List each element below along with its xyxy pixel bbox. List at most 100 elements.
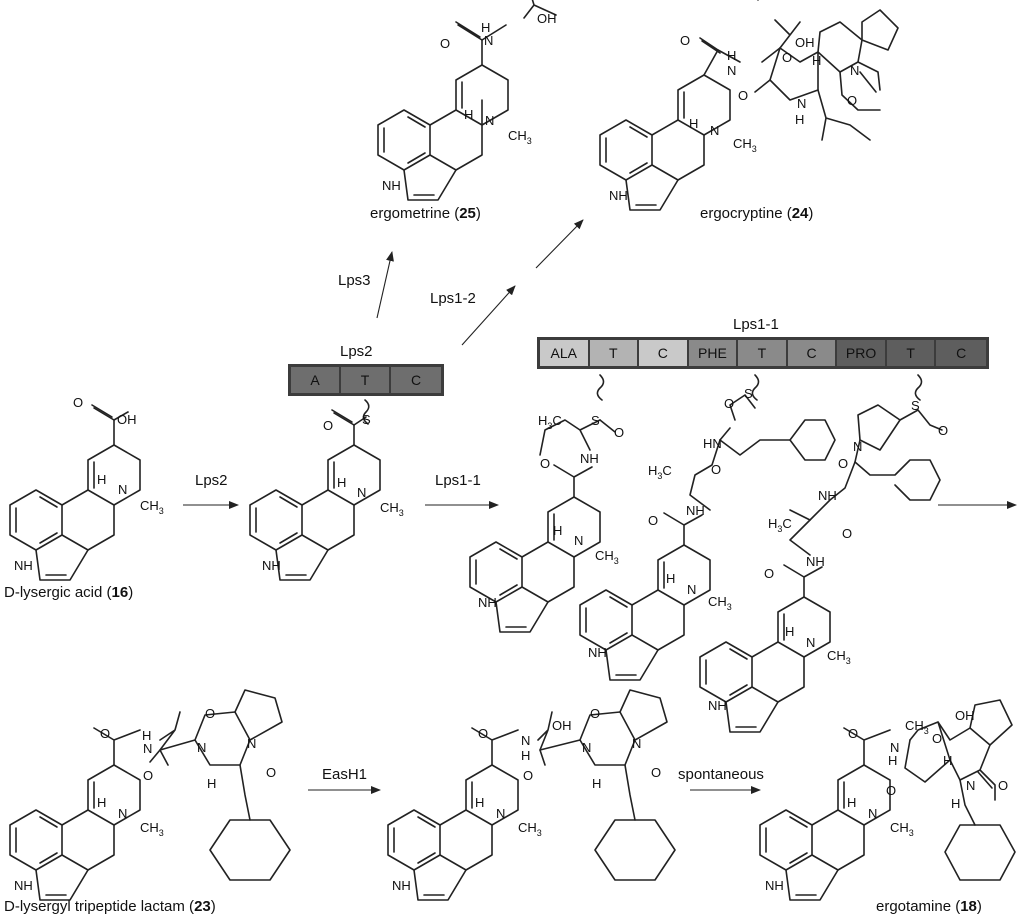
svg-text:O: O bbox=[523, 768, 533, 783]
svg-text:N: N bbox=[574, 533, 583, 548]
svg-text:O: O bbox=[998, 778, 1008, 793]
svg-text:O: O bbox=[932, 731, 942, 746]
arrow-lps3 bbox=[376, 251, 394, 319]
arrow-lps1-2-b bbox=[535, 219, 584, 269]
svg-text:N: N bbox=[247, 736, 256, 751]
svg-text:NH: NH bbox=[806, 554, 825, 569]
svg-text:H: H bbox=[666, 571, 675, 586]
svg-text:N: N bbox=[118, 806, 127, 821]
svg-text:S: S bbox=[362, 412, 371, 427]
svg-text:N: N bbox=[797, 96, 806, 111]
svg-text:N: N bbox=[143, 741, 152, 756]
svg-text:H: H bbox=[521, 748, 530, 763]
label-ergometrine: ergometrine (25) bbox=[370, 205, 481, 222]
lps1-domain-ala: ALA bbox=[540, 340, 590, 366]
arrow-lps1-2-a bbox=[461, 285, 516, 346]
svg-text:S: S bbox=[911, 398, 920, 413]
svg-text:H: H bbox=[795, 112, 804, 127]
svg-text:CH3: CH3 bbox=[140, 820, 164, 838]
ala-bound-structure bbox=[469, 464, 601, 633]
label-ergocryptine: ergocryptine (24) bbox=[700, 205, 814, 222]
svg-text:O: O bbox=[847, 93, 857, 108]
svg-text:N: N bbox=[966, 778, 975, 793]
lps1-module-title: Lps1-1 bbox=[733, 316, 779, 333]
svg-text:HN: HN bbox=[703, 436, 722, 451]
svg-text:H: H bbox=[888, 753, 897, 768]
svg-text:N: N bbox=[806, 635, 815, 650]
ergocryptine-peptide bbox=[754, 9, 899, 141]
ergometrine-structure bbox=[377, 0, 557, 201]
svg-text:NH: NH bbox=[818, 488, 837, 503]
svg-text:H: H bbox=[592, 776, 601, 791]
svg-text:CH3: CH3 bbox=[733, 136, 757, 154]
svg-text:H: H bbox=[812, 53, 821, 68]
svg-text:O: O bbox=[842, 526, 852, 541]
svg-text:H: H bbox=[951, 796, 960, 811]
svg-text:O: O bbox=[711, 462, 721, 477]
svg-text:N: N bbox=[868, 806, 877, 821]
enzyme-lps2-arrow: Lps2 bbox=[195, 472, 228, 489]
svg-text:NH: NH bbox=[478, 595, 497, 610]
svg-text:CH3: CH3 bbox=[905, 718, 929, 736]
svg-text:NH: NH bbox=[686, 503, 705, 518]
svg-text:O: O bbox=[440, 36, 450, 51]
svg-text:H: H bbox=[142, 728, 151, 743]
svg-text:N: N bbox=[496, 806, 505, 821]
svg-text:NH: NH bbox=[609, 188, 628, 203]
lactam-structure bbox=[9, 727, 141, 901]
lps1-domain-t: T bbox=[886, 340, 937, 366]
svg-text:OH: OH bbox=[552, 718, 572, 733]
svg-text:O: O bbox=[205, 706, 215, 721]
lps2-domain-t: T bbox=[341, 367, 391, 393]
svg-text:O: O bbox=[648, 513, 658, 528]
svg-text:O: O bbox=[651, 765, 661, 780]
svg-text:CH3: CH3 bbox=[595, 548, 619, 566]
svg-text:O: O bbox=[478, 726, 488, 741]
svg-text:O: O bbox=[938, 423, 948, 438]
svg-text:O: O bbox=[73, 395, 83, 410]
svg-text:H: H bbox=[475, 795, 484, 810]
svg-text:OH: OH bbox=[955, 708, 975, 723]
svg-text:CH3: CH3 bbox=[890, 820, 914, 838]
svg-text:H: H bbox=[943, 753, 952, 768]
svg-text:O: O bbox=[323, 418, 333, 433]
svg-text:N: N bbox=[727, 63, 736, 78]
svg-text:NH: NH bbox=[765, 878, 784, 893]
lps1-domain-pro: PRO bbox=[837, 340, 887, 366]
lps1-domain-t: T bbox=[589, 340, 640, 366]
svg-text:N: N bbox=[850, 63, 859, 78]
svg-text:H: H bbox=[847, 795, 856, 810]
svg-text:NH: NH bbox=[14, 878, 33, 893]
svg-text:CH3: CH3 bbox=[508, 128, 532, 146]
svg-text:H3C: H3C bbox=[768, 516, 792, 534]
svg-text:S: S bbox=[744, 386, 753, 401]
svg-text:N: N bbox=[197, 740, 206, 755]
lps2-domain-c: C bbox=[391, 367, 441, 393]
svg-text:OH: OH bbox=[117, 412, 137, 427]
lps2-domain-a: A bbox=[291, 367, 341, 393]
enzyme-easH1: EasH1 bbox=[322, 766, 368, 783]
svg-text:N: N bbox=[632, 736, 641, 751]
svg-text:CH3: CH3 bbox=[140, 498, 164, 516]
svg-text:NH: NH bbox=[382, 178, 401, 193]
svg-text:CH3: CH3 bbox=[827, 648, 851, 666]
label-lactam: D-lysergyl tripeptide lactam (23) bbox=[4, 898, 216, 915]
svg-text:H: H bbox=[337, 475, 346, 490]
svg-text:O: O bbox=[143, 768, 153, 783]
svg-text:OH: OH bbox=[537, 11, 557, 26]
svg-text:H: H bbox=[207, 776, 216, 791]
lps1-domain-c: C bbox=[787, 340, 838, 366]
lps1-domain-t: T bbox=[738, 340, 788, 366]
svg-text:O: O bbox=[590, 706, 600, 721]
svg-text:NH: NH bbox=[262, 558, 281, 573]
svg-text:O: O bbox=[848, 726, 858, 741]
lps2-module-title: Lps2 bbox=[340, 343, 373, 360]
svg-text:O: O bbox=[614, 425, 624, 440]
svg-text:H: H bbox=[689, 116, 698, 131]
ergocryptine-structure bbox=[599, 37, 741, 211]
svg-text:O: O bbox=[724, 396, 734, 411]
svg-text:H: H bbox=[481, 20, 490, 35]
